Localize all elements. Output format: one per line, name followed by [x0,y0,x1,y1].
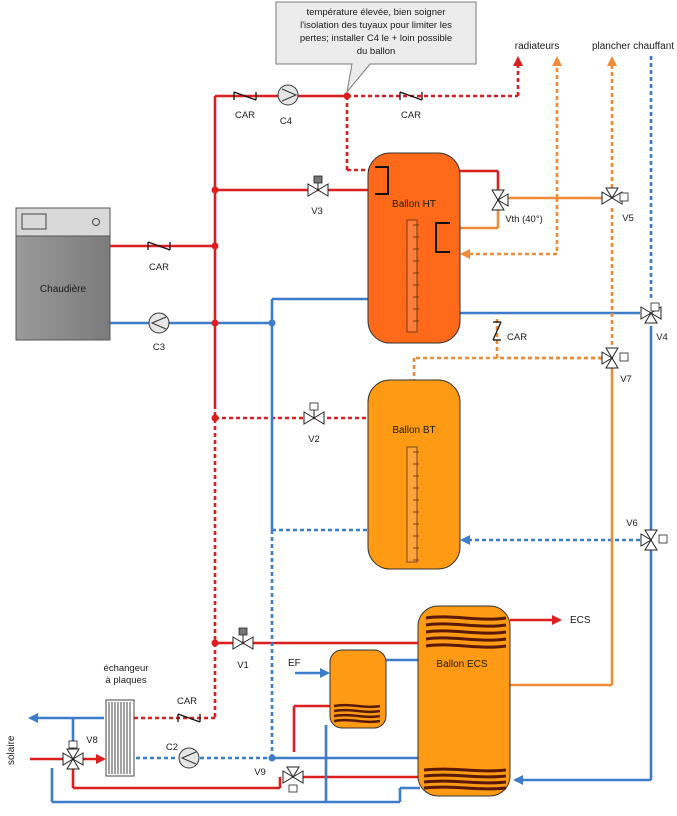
echangeur-label-2: à plaques [105,675,146,686]
pump-c4-label: C4 [280,116,292,127]
pump-c3: C3 [148,312,170,353]
valve-vth: Vth (40°) [491,189,543,225]
ecs-top-coil [425,629,507,635]
ef-label: EF [288,658,301,669]
valve-v3-label: V3 [311,206,323,217]
valve-v5: V5 [601,187,634,224]
callout-line-2: l'isolation des tuyaux pour limiter les [300,20,452,31]
ballon-ht-label: Ballon HT [392,199,436,210]
valve-v9-label: V9 [254,767,266,778]
valve-v1-label: V1 [237,660,249,671]
valve-v8-label: V8 [86,735,98,746]
tank-internals [108,224,507,791]
solaire-label: solaire [6,735,17,765]
warm-pipes [412,56,617,687]
small-tank-coil [333,703,381,709]
small-tank-coil [333,713,381,719]
ecs-bottom-coil [423,785,507,791]
pump-c4: C4 [277,84,299,127]
radiateurs-label: radiateurs [515,41,559,52]
pump-c2-label: C2 [166,742,178,753]
chaudiere-boiler: Chaudière [15,207,111,341]
valve-v6: V6 [626,518,668,551]
pumps: C4 C3 C2 [148,84,299,769]
valve-v8: V8 [62,735,98,770]
small-preheat-tank [329,649,387,729]
plate-exchanger: échangeur à plaques [104,663,149,777]
valve-v9: V9 [254,766,304,793]
car-boiler-label: CAR [149,262,169,273]
ecs-top-coil [425,615,507,621]
valve-v6-label: V6 [626,518,638,529]
car-middle-label: CAR [507,332,527,343]
ecs-bottom-coil [423,773,507,779]
valve-v4-label: V4 [656,332,668,343]
echangeur-label-1: échangeur [104,663,149,674]
ecs-bottom-coil [423,779,507,785]
insulation-callout: température élevée, bien soigner l'isola… [275,1,477,94]
valve-v1: V1 [232,627,254,671]
car-bottom-label: CAR [177,696,197,707]
check-valve-top-right: CAR [399,91,423,121]
ballon-bt-tank: Ballon BT [367,379,461,570]
car-top-left-label: CAR [235,110,255,121]
valve-v3: V3 [307,175,329,217]
valve-v2: V2 [303,402,325,445]
callout-line-4: du ballon [357,46,396,57]
ballon-ecs-tank: Ballon ECS [417,605,511,797]
chaudiere-label: Chaudière [40,284,87,295]
ballon-ecs-label: Ballon ECS [436,659,487,670]
valve-v7-label: V7 [620,374,632,385]
ecs-top-coil [425,636,507,642]
ecs-bottom-coil [423,767,507,773]
output-labels: radiateurs plancher chauffant ECS EF sol… [6,41,674,765]
valve-v5-label: V5 [622,213,634,224]
car-top-right-label: CAR [401,110,421,121]
check-valve-middle: CAR [492,321,527,343]
junction-dots [211,92,351,762]
callout-line-1: température élevée, bien soigner [307,7,446,18]
check-valve-boiler: CAR [147,241,171,273]
check-valve-top-left: CAR [233,91,257,121]
pump-c2: C2 [166,742,200,769]
callout-line-3: pertes; installer C4 le + loin possible [300,33,452,44]
cold-pipes [28,56,653,804]
ecs-top-coil [425,643,507,649]
ecs-label: ECS [570,615,591,626]
valves: V3 V2 V1 Vth (40°) [62,175,668,793]
small-tank-coil [333,718,381,724]
plancher-chauffant-label: plancher chauffant [592,41,674,52]
valve-v2-label: V2 [308,434,320,445]
small-tank-coil [333,708,381,714]
check-valve-bottom: CAR [177,696,201,723]
valve-vth-label: Vth (40°) [505,214,543,225]
pump-c3-label: C3 [153,342,165,353]
ballon-bt-label: Ballon BT [392,425,435,436]
ecs-top-coil [425,622,507,628]
valve-v4: V4 [640,302,668,343]
ballon-ht-tank: Ballon HT [367,152,461,344]
valve-v7: V7 [601,347,632,385]
check-valves: CAR CAR CAR CAR CAR [147,91,527,723]
